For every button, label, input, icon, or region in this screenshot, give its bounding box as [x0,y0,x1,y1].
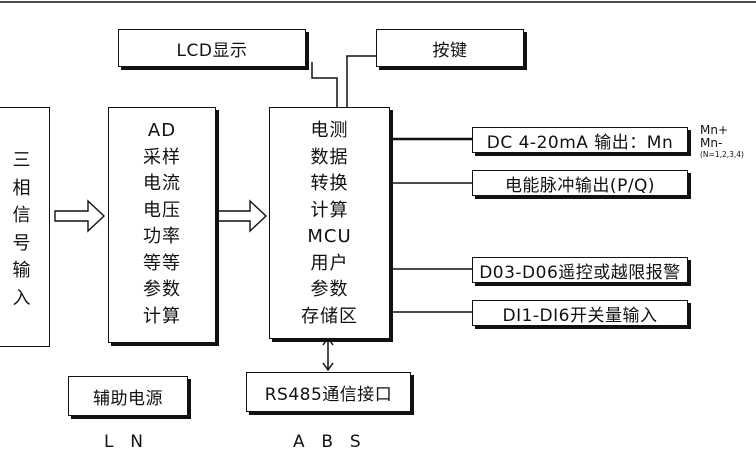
mcu-line: 数据 [310,146,349,168]
rs485-label: RS485通信接口 [264,384,393,405]
mn-n-note: (N=1,2,3,4) [700,150,744,159]
power-terminals: L N [104,432,145,452]
mcu-line: 电测 [310,120,349,141]
mcu-line: 用户 [310,252,349,274]
arrow-input-to-ad [54,199,106,233]
mcu-line: 转换 [310,173,349,195]
analog-output-box: DC 4-20mA 输出：Mn [472,127,688,153]
three-phase-input-box: 三 相 信 号 输 入 [0,107,50,347]
lcd-display-label: LCD显示 [176,40,248,61]
pulse-output-box: 电能脉冲输出(P/Q) [472,170,688,196]
mcu-line: 存储区 [301,305,358,327]
input-char: 信 [12,205,32,227]
keys-box: 按键 [376,29,524,67]
analog-output-label: DC 4-20mA 输出：Mn [486,132,674,153]
relay-output-label: D03-D06遥控或越限报警 [479,262,681,283]
input-char: 入 [12,287,32,309]
ad-sampling-box: AD 采样 电流 电压 功率 等等 参数 计算 [108,107,216,343]
pulse-output-label: 电能脉冲输出(P/Q) [504,175,656,196]
digital-input-label: DI1-DI6开关量输入 [502,305,658,326]
ad-line: 电流 [143,173,181,195]
ad-line: AD [147,120,177,141]
ad-line: 功率 [143,226,181,248]
ad-line: 采样 [143,146,181,168]
rs485-box: RS485通信接口 [246,372,411,412]
arrow-ad-to-mcu [215,199,268,233]
keys-label: 按键 [432,40,468,61]
mcu-line: MCU [307,226,352,248]
ad-line: 参数 [143,279,181,301]
mcu-box: 电测 数据 转换 计算 MCU 用户 参数 存储区 [269,107,390,339]
input-char: 输 [12,260,32,282]
input-char: 号 [12,232,32,254]
mcu-line: 参数 [310,279,349,301]
ad-line: 电压 [143,199,181,221]
digital-input-box: DI1-DI6开关量输入 [472,300,688,326]
ad-line: 等等 [143,252,181,274]
input-char: 相 [12,177,32,199]
lcd-display-box: LCD显示 [118,29,306,67]
ad-line: 计算 [143,305,181,327]
input-char: 三 [12,150,32,171]
relay-output-box: D03-D06遥控或越限报警 [472,257,688,283]
mn-minus: Mn- [700,136,723,150]
aux-power-label: 辅助电源 [93,388,163,409]
mcu-line: 计算 [310,199,349,221]
aux-power-box: 辅助电源 [68,376,188,416]
mn-plus: Mn+ [700,123,729,137]
rs485-terminals: A B S [293,432,363,452]
mn-note: Mn+ Mn- (N=1,2,3,4) [700,123,744,160]
